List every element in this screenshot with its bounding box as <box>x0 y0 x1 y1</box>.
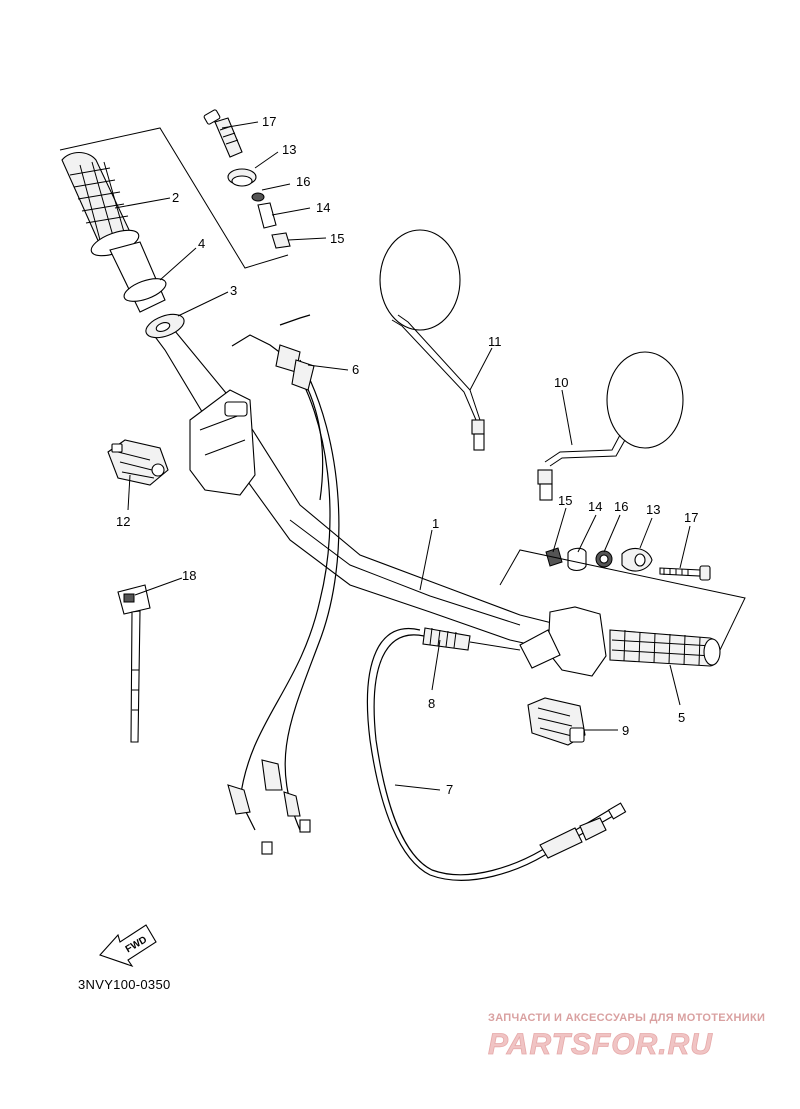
callout-17-left: 17 <box>262 114 276 129</box>
left-switch <box>107 439 169 486</box>
callout-6: 6 <box>352 362 359 377</box>
diagram-code: 3NVY100-0350 <box>78 977 171 992</box>
mirror-left <box>379 229 485 451</box>
left-grip <box>61 151 140 257</box>
callout-17-right: 17 <box>684 510 698 525</box>
right-grip-assembly <box>519 606 721 677</box>
callout-labels: 1 2 3 4 5 6 7 8 9 10 11 12 13 13 14 14 1… <box>116 114 698 797</box>
callout-7: 7 <box>446 782 453 797</box>
callout-16-right: 16 <box>614 499 628 514</box>
callout-4: 4 <box>198 236 205 251</box>
callout-8: 8 <box>428 696 435 711</box>
cable-tie <box>117 584 151 743</box>
watermark-tagline: ЗАПЧАСТИ И АКСЕССУАРЫ ДЛЯ МОТОТЕХНИКИ <box>488 1012 765 1024</box>
callout-11: 11 <box>488 334 502 349</box>
callout-9: 9 <box>622 723 629 738</box>
callout-15-right: 15 <box>558 493 572 508</box>
group-frame-left <box>59 127 289 269</box>
bar-end-left <box>203 109 291 249</box>
fwd-arrow-icon: FWD <box>99 924 157 968</box>
callout-16-left: 16 <box>296 174 310 189</box>
watermark-logo: ЗАПЧАСТИ И АКСЕССУАРЫ ДЛЯ МОТОТЕХНИКИ PA… <box>488 1012 765 1061</box>
mirror-right <box>537 351 684 501</box>
callout-5: 5 <box>678 710 685 725</box>
callout-13-left: 13 <box>282 142 296 157</box>
callout-1: 1 <box>432 516 439 531</box>
watermark-brand: PARTSFOR.RU <box>488 1028 713 1061</box>
callout-10: 10 <box>554 375 568 390</box>
right-switch <box>527 697 586 746</box>
callout-18: 18 <box>182 568 196 583</box>
callout-3: 3 <box>230 283 237 298</box>
group-frame-right <box>499 549 746 651</box>
grip-ring <box>145 313 185 339</box>
clutch-cable <box>366 627 627 881</box>
bar-end-right <box>545 547 711 581</box>
grip-collar <box>123 278 167 302</box>
callout-14-left: 14 <box>316 200 330 215</box>
callout-14-right: 14 <box>588 499 602 514</box>
leader-lines <box>114 121 691 791</box>
throttle-cables <box>227 314 340 855</box>
callout-13-right: 13 <box>646 502 660 517</box>
callout-15-left: 15 <box>330 231 344 246</box>
callout-2: 2 <box>172 190 179 205</box>
callout-12: 12 <box>116 514 130 529</box>
handlebar <box>149 324 561 651</box>
